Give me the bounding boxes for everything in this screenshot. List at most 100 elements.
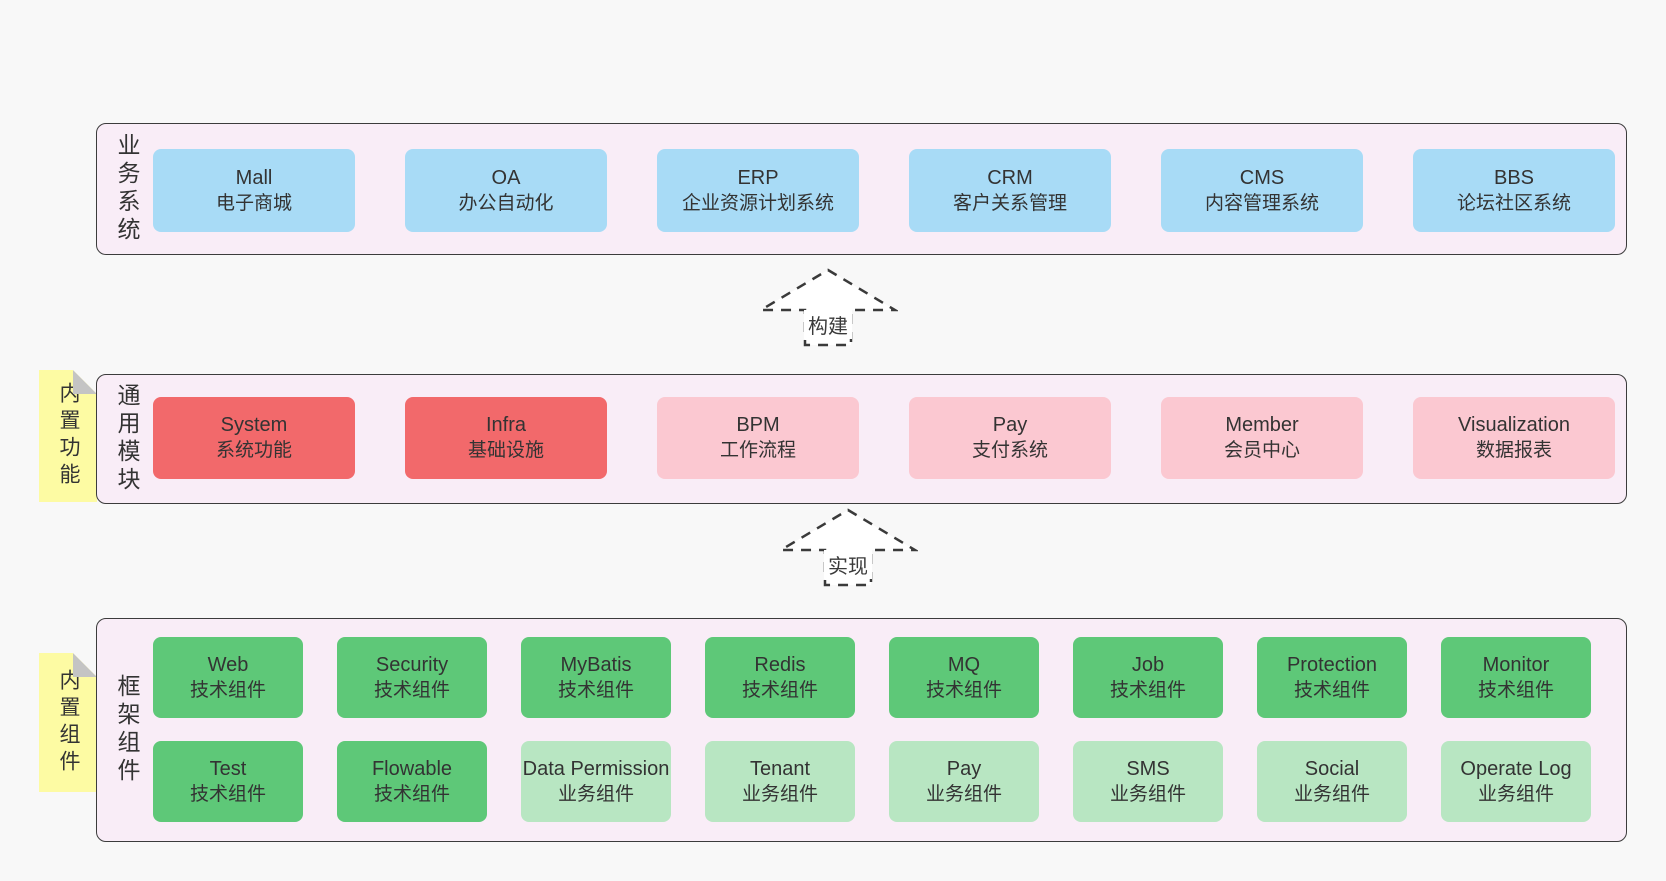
node-subtitle: 内容管理系统 [1204, 192, 1319, 214]
node-subtitle: 技术组件 [189, 783, 266, 805]
panel-common-modules: 通用模块 System 系统功能 Infra 基础设施 BPM 工作流程 Pay… [96, 374, 1627, 504]
node-redis: Redis 技术组件 [705, 637, 855, 718]
node-subtitle: 业务组件 [1109, 783, 1186, 805]
node-title: CMS [1239, 166, 1285, 189]
node-subtitle: 会员中心 [1223, 440, 1300, 461]
node-title: Infra [485, 414, 527, 436]
node-title: Tenant [749, 757, 811, 780]
node-pay: Pay 支付系统 [909, 397, 1111, 479]
node-mybatis: MyBatis 技术组件 [521, 637, 671, 718]
node-bpm: BPM 工作流程 [657, 397, 859, 479]
sticky-text: 内置组件 [57, 668, 80, 777]
node-subtitle: 业务组件 [1477, 783, 1554, 805]
sticky-text: 内置功能 [57, 382, 80, 490]
node-subtitle: 技术组件 [1109, 679, 1186, 701]
node-subtitle: 技术组件 [1477, 679, 1554, 701]
node-title: Test [209, 757, 247, 780]
node-mall: Mall 电子商城 [153, 149, 355, 232]
node-title: Redis [754, 653, 806, 676]
arrow-up-icon [758, 268, 898, 347]
node-oa: OA 办公自动化 [405, 149, 607, 232]
node-subtitle: 论坛社区系统 [1456, 192, 1571, 214]
node-title: BBS [1493, 166, 1535, 189]
node-title: SMS [1126, 757, 1170, 780]
node-operate-log: Operate Log 业务组件 [1441, 741, 1591, 822]
modules-boxes-area: System 系统功能 Infra 基础设施 BPM 工作流程 Pay 支付系统… [149, 375, 1626, 503]
framework-box-row-1: Web 技术组件 Security 技术组件 MyBatis 技术组件 Redi… [153, 637, 1626, 718]
node-subtitle: 业务组件 [741, 783, 818, 805]
node-title: ERP [737, 166, 779, 189]
node-title: MQ [947, 653, 981, 676]
node-title: OA [491, 166, 521, 189]
node-subtitle: 企业资源计划系统 [681, 192, 834, 214]
panel-framework-components: 框架组件 Web 技术组件 Security 技术组件 MyBatis 技术组件… [96, 618, 1627, 842]
node-social: Social 业务组件 [1257, 741, 1407, 822]
node-subtitle: 业务组件 [557, 783, 634, 805]
node-title: Visualization [1458, 414, 1570, 436]
node-title: Member [1225, 414, 1299, 436]
node-subtitle: 工作流程 [719, 440, 796, 461]
node-subtitle: 技术组件 [741, 679, 818, 701]
node-monitor: Monitor 技术组件 [1441, 637, 1591, 718]
node-subtitle: 业务组件 [925, 783, 1002, 805]
node-subtitle: 客户关系管理 [952, 192, 1067, 214]
node-subtitle: 支付系统 [971, 440, 1048, 461]
node-flowable: Flowable 技术组件 [337, 741, 487, 822]
node-subtitle: 业务组件 [1293, 783, 1370, 805]
node-member: Member 会员中心 [1161, 397, 1363, 479]
row-label-common-modules: 通用模块 [114, 383, 140, 495]
node-data-permission: Data Permission 业务组件 [521, 741, 671, 822]
node-cms: CMS 内容管理系统 [1161, 149, 1363, 232]
node-tenant: Tenant 业务组件 [705, 741, 855, 822]
business-box-row: Mall 电子商城 OA 办公自动化 ERP 企业资源计划系统 CRM 客户关系… [153, 124, 1626, 232]
node-subtitle: 办公自动化 [458, 192, 554, 214]
business-boxes-area: Mall 电子商城 OA 办公自动化 ERP 企业资源计划系统 CRM 客户关系… [149, 124, 1626, 254]
node-test: Test 技术组件 [153, 741, 303, 822]
node-title: Operate Log [1460, 757, 1572, 780]
row-label-business-systems: 业务系统 [114, 133, 140, 245]
node-subtitle: 系统功能 [215, 440, 292, 461]
node-infra: Infra 基础设施 [405, 397, 607, 479]
node-subtitle: 技术组件 [557, 679, 634, 701]
node-subtitle: 数据报表 [1475, 440, 1552, 461]
node-system: System 系统功能 [153, 397, 355, 479]
framework-box-row-2: Test 技术组件 Flowable 技术组件 Data Permission … [153, 741, 1626, 822]
node-title: Pay [946, 757, 982, 780]
node-title: Protection [1286, 653, 1378, 676]
node-mq: MQ 技术组件 [889, 637, 1039, 718]
node-web: Web 技术组件 [153, 637, 303, 718]
node-subtitle: 技术组件 [373, 783, 450, 805]
node-subtitle: 技术组件 [189, 679, 266, 701]
arrow-implement: 实现 [778, 508, 918, 588]
row-label-framework-components: 框架组件 [114, 674, 140, 786]
node-pay-business: Pay 业务组件 [889, 741, 1039, 822]
node-title: Mall [235, 166, 273, 189]
arrow-label: 构建 [804, 310, 852, 339]
arrow-label: 实现 [824, 550, 872, 579]
node-erp: ERP 企业资源计划系统 [657, 149, 859, 232]
node-title: Monitor [1482, 653, 1550, 676]
modules-box-row: System 系统功能 Infra 基础设施 BPM 工作流程 Pay 支付系统… [153, 375, 1626, 479]
node-title: BPM [736, 414, 780, 436]
node-visualization: Visualization 数据报表 [1413, 397, 1615, 479]
node-crm: CRM 客户关系管理 [909, 149, 1111, 232]
node-title: Flowable [371, 757, 453, 780]
node-title: Security [375, 653, 449, 676]
node-title: Job [1131, 653, 1165, 676]
node-job: Job 技术组件 [1073, 637, 1223, 718]
node-subtitle: 技术组件 [1293, 679, 1370, 701]
node-subtitle: 电子商城 [215, 192, 292, 214]
arrow-build: 构建 [758, 268, 898, 348]
node-title: Web [207, 653, 249, 676]
node-subtitle: 技术组件 [373, 679, 450, 701]
node-title: Pay [992, 414, 1028, 436]
node-title: Social [1304, 757, 1360, 780]
framework-boxes-area: Web 技术组件 Security 技术组件 MyBatis 技术组件 Redi… [149, 619, 1626, 841]
node-subtitle: 技术组件 [925, 679, 1002, 701]
node-sms: SMS 业务组件 [1073, 741, 1223, 822]
node-protection: Protection 技术组件 [1257, 637, 1407, 718]
folded-corner-icon [73, 653, 97, 677]
panel-business-systems: 业务系统 Mall 电子商城 OA 办公自动化 ERP 企业资源计划系统 CRM… [96, 123, 1627, 255]
node-bbs: BBS 论坛社区系统 [1413, 149, 1615, 232]
